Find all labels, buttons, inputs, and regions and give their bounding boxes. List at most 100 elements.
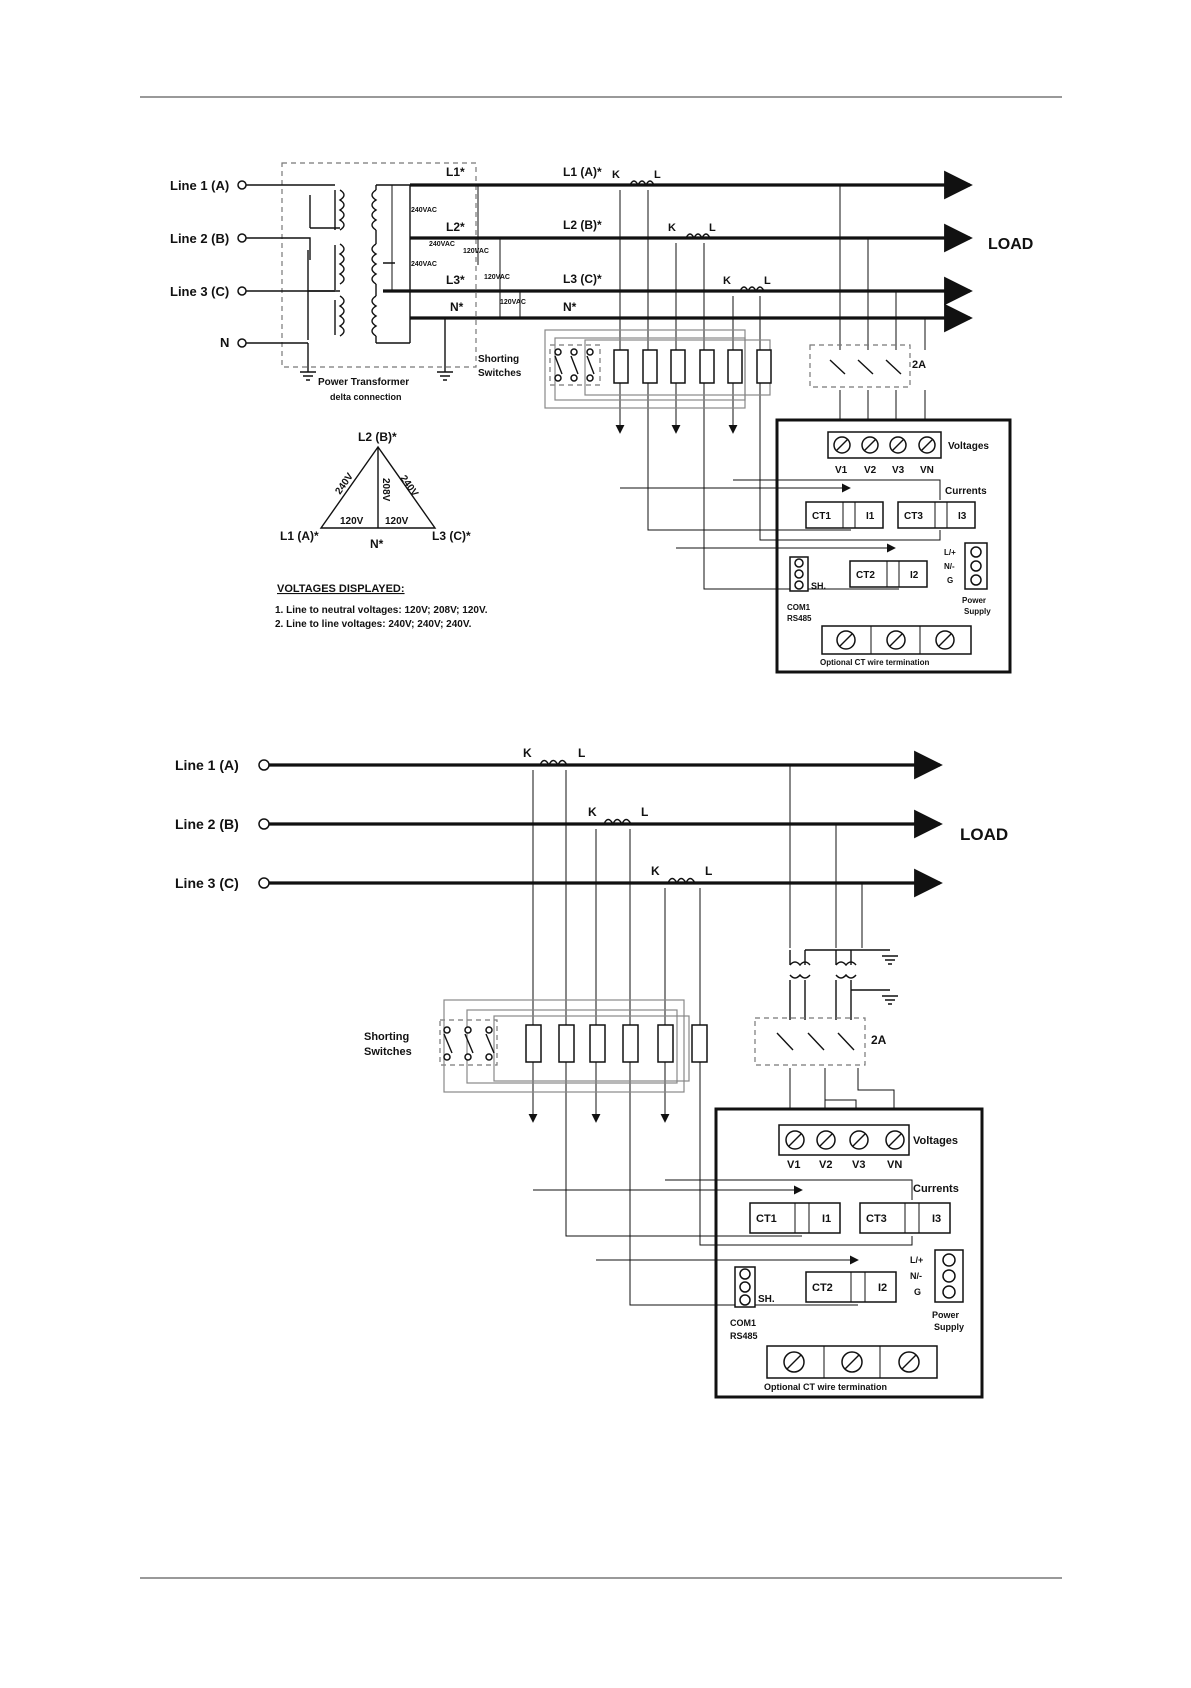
ct-terminal-blocks — [613, 349, 772, 384]
ct1-l: L — [654, 169, 661, 181]
fuse-label-2: 2A — [871, 1033, 887, 1047]
ct1-box-1 — [805, 501, 884, 529]
voltages-displayed-item-1: 1. Line to neutral voltages: 120V; 208V;… — [275, 605, 488, 616]
line2-terminal — [237, 233, 247, 243]
potential-transformers — [789, 949, 898, 1020]
line2-label-2: Line 2 (B) — [175, 816, 239, 832]
bus-label-l2: L2 (B)* — [563, 218, 602, 232]
v2-label-1: V2 — [864, 465, 877, 476]
transformer-wiring — [246, 184, 521, 372]
line3-label: Line 3 (C) — [170, 284, 229, 299]
i3-label-2: I3 — [932, 1213, 941, 1225]
neutral-terminal — [237, 338, 247, 348]
fuse-switches-2 — [776, 1032, 855, 1051]
voltage-120-c: 120VAC — [500, 299, 526, 306]
transformer-title: Power Transformer — [318, 377, 409, 388]
voltage-240-c: 240VAC — [411, 261, 437, 268]
power-pin-g-2: G — [914, 1287, 921, 1297]
v3-label-1: V3 — [892, 465, 905, 476]
shorting-label: Shorting — [478, 354, 519, 365]
ct1-label-1: CT1 — [812, 511, 831, 522]
line2-label: Line 2 (B) — [170, 231, 229, 246]
diagram-1: Line 1 (A) Line 2 (B) Line 3 (C) N L1* — [170, 162, 1033, 674]
power-pin-n-2: N/- — [910, 1271, 922, 1281]
phase-label-l1: L1* — [446, 165, 465, 179]
line1-label: Line 1 (A) — [170, 178, 229, 193]
voltage-240-a: 240VAC — [411, 207, 437, 214]
v1-label-2: V1 — [787, 1159, 800, 1171]
fuse-switches — [829, 359, 902, 375]
currents-label-1: Currents — [945, 486, 987, 497]
optional-ct-label-1: Optional CT wire termination — [820, 658, 929, 667]
voltage-240-b: 240VAC — [429, 241, 455, 248]
ct-box-dividers-2 — [794, 1203, 920, 1302]
i3-label-1: I3 — [958, 511, 967, 522]
v1-label-1: V1 — [835, 465, 848, 476]
ct-secondary-wiring-2 — [528, 765, 863, 1130]
line1-terminal-2 — [258, 759, 270, 771]
i2-label-2: I2 — [878, 1282, 887, 1294]
ct1-label-2: CT1 — [756, 1213, 777, 1225]
rs485-label-1: RS485 — [787, 614, 812, 623]
shorting-switches-2 — [443, 1026, 495, 1061]
ct3-k: K — [723, 275, 731, 287]
line2-terminal-2 — [258, 818, 270, 830]
power-transformer-box — [281, 162, 477, 368]
ct-terminal-blocks-2 — [525, 1024, 708, 1063]
voltage-120-b: 120VAC — [484, 274, 510, 281]
line3-terminal — [237, 286, 247, 296]
load-label-2: LOAD — [960, 825, 1008, 844]
neutral-label: N — [220, 335, 229, 350]
fuse-to-voltage-wiring — [839, 390, 926, 432]
ct2-k-2: K — [588, 805, 597, 819]
power-label-1: Power — [962, 596, 986, 605]
power-pins-2 — [942, 1253, 956, 1299]
bus-label-l1: L1 (A)* — [563, 165, 602, 179]
fuse-block — [809, 344, 911, 388]
ct3-label-1: CT3 — [904, 511, 923, 522]
line3-label-2: Line 3 (C) — [175, 875, 239, 891]
ct-return-wiring-2 — [533, 1130, 913, 1306]
ct2-l: L — [709, 222, 716, 234]
delta-top: L2 (B)* — [358, 430, 397, 444]
v3-label-2: V3 — [852, 1159, 865, 1171]
delta-bottom-left: 120V — [340, 516, 364, 527]
com1-label-2: COM1 — [730, 1318, 756, 1328]
voltages-displayed-item-2: 2. Line to line voltages: 240V; 240V; 24… — [275, 619, 472, 630]
ct2-l-2: L — [641, 805, 648, 819]
power-pin-n-1: N/- — [944, 562, 955, 571]
com1-pins-2 — [739, 1268, 751, 1306]
voltage-terminals-2 — [785, 1130, 905, 1150]
ct-return-wiring-1 — [620, 440, 941, 590]
transformer-subtitle: delta connection — [330, 392, 402, 402]
ct2-k: K — [668, 222, 676, 234]
delta-triangle — [319, 445, 437, 529]
ct3-l-2: L — [705, 864, 712, 878]
delta-left: L1 (A)* — [280, 529, 319, 543]
shorting-switch-frames — [544, 329, 771, 409]
delta-right: L3 (C)* — [432, 529, 471, 543]
diagram-2: Line 1 (A) Line 2 (B) Line 3 (C) LOAD K … — [175, 746, 1008, 1399]
shorting-switch-dash-2 — [439, 1019, 498, 1066]
optional-ct-label-2: Optional CT wire termination — [764, 1382, 887, 1392]
shorting-label-2: Shorting — [364, 1031, 409, 1043]
rs485-label-2: RS485 — [730, 1331, 758, 1341]
ct3-l: L — [764, 275, 771, 287]
i2-label-1: I2 — [910, 570, 919, 581]
supply-label-1: Supply — [964, 607, 991, 616]
delta-side-right: 240V — [398, 473, 421, 499]
switches-label: Switches — [478, 368, 522, 379]
ct2-label-2: CT2 — [812, 1282, 833, 1294]
ct1-k: K — [612, 169, 620, 181]
ct3-label-2: CT3 — [866, 1213, 887, 1225]
ground-icon — [300, 371, 453, 381]
optional-ct-terminals-2 — [783, 1346, 920, 1378]
sh-label-2: SH. — [758, 1294, 775, 1305]
phase-label-n: N* — [450, 300, 464, 314]
power-pin-g-1: G — [947, 576, 953, 585]
ct-secondary-wiring — [615, 185, 926, 440]
power-pin-l-2: L/+ — [910, 1255, 923, 1265]
i1-label-2: I1 — [822, 1213, 831, 1225]
power-label-2: Power — [932, 1310, 960, 1320]
